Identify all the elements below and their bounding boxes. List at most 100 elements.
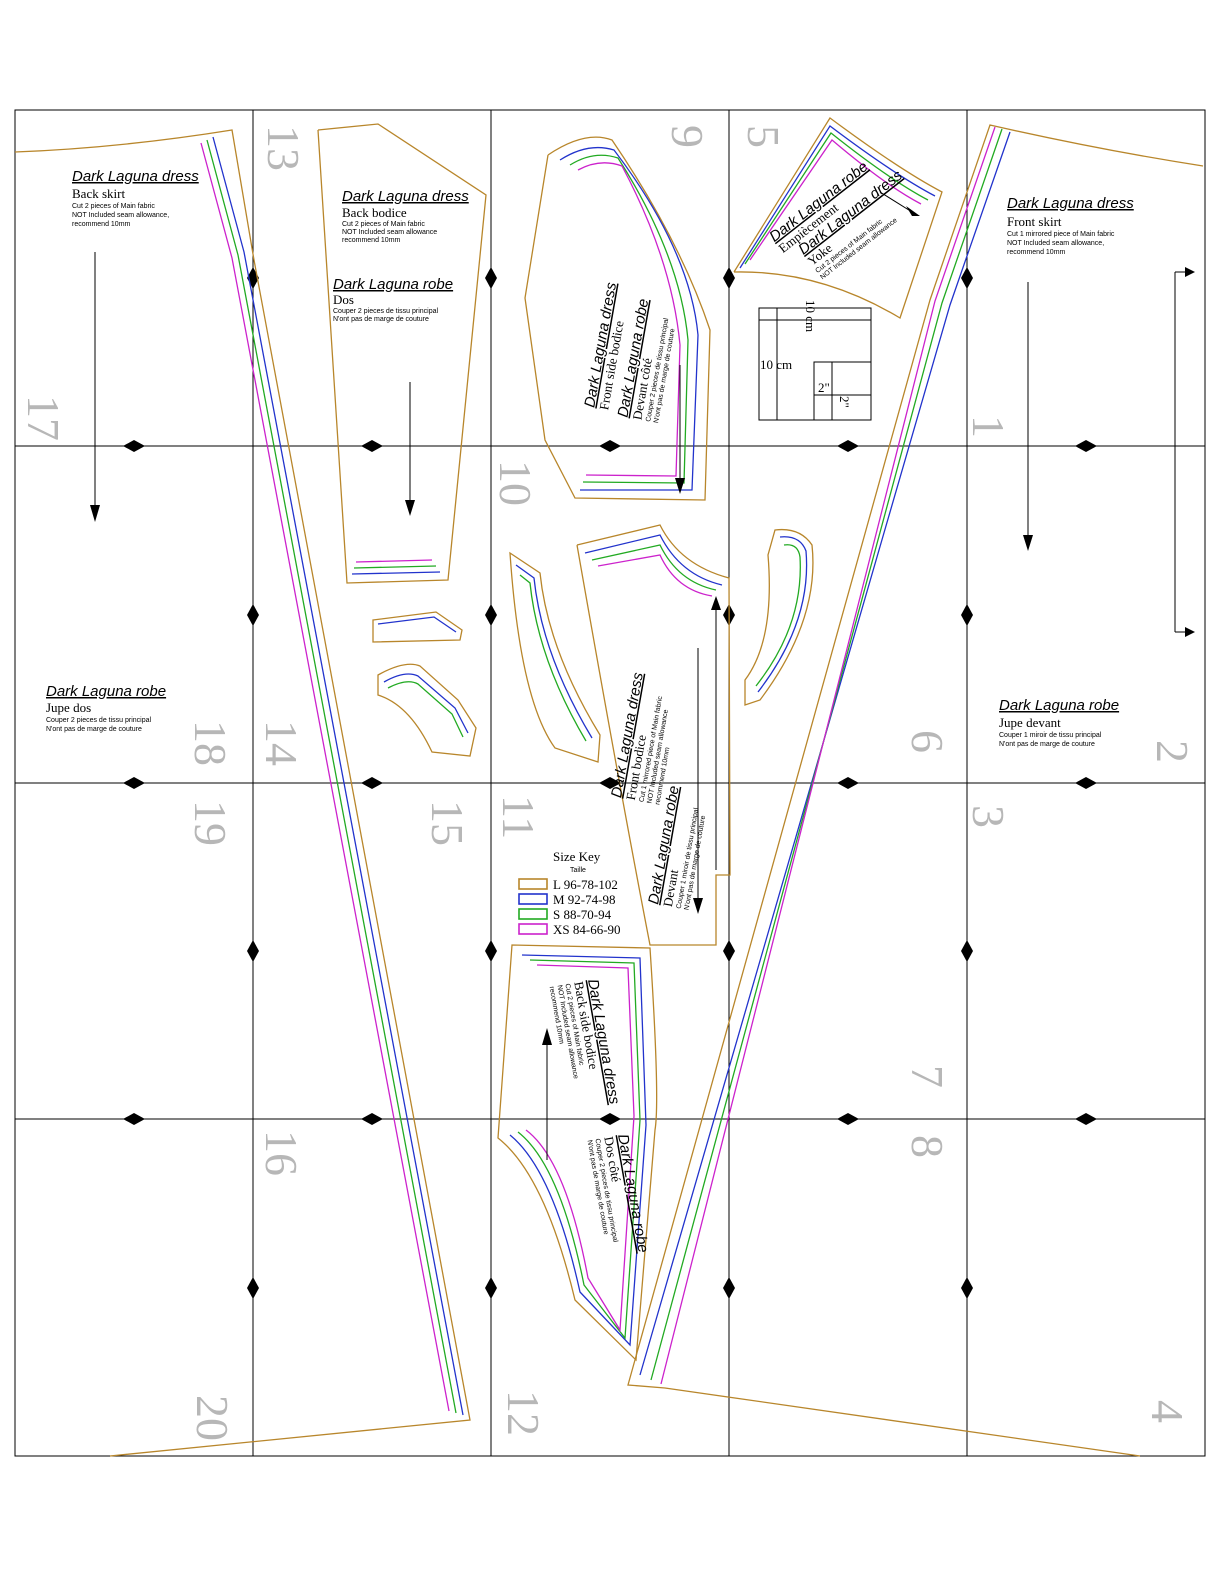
alignment-diamond xyxy=(599,777,621,789)
size-key-title: Size Key xyxy=(553,849,601,864)
page-numbers: 13 9 5 17 1 10 18 14 6 2 19 15 11 3 7 16… xyxy=(18,125,1198,1441)
alignment-diamond xyxy=(723,267,735,289)
devant-name: Devant xyxy=(660,868,681,908)
alignment-diamond xyxy=(837,440,859,452)
size-key-subtitle: Taille xyxy=(570,867,586,874)
back-bodice-label: Dark Laguna dress Back bodice Cut 2 piec… xyxy=(333,188,469,323)
page-number-16: 16 xyxy=(256,1130,307,1176)
jupe-devant-line2: N'ont pas de marge de couture xyxy=(999,741,1095,748)
test-square-small-label-top: 2" xyxy=(837,396,852,408)
page-number-5: 5 xyxy=(738,125,789,148)
page-number-12: 12 xyxy=(498,1390,549,1436)
yoke-piece xyxy=(733,117,943,319)
yoke-label: Dark Laguna robe Empiècement Dark Laguna… xyxy=(766,158,906,281)
alignment-diamond xyxy=(247,604,259,626)
alignment-diamond xyxy=(247,1277,259,1299)
test-square: 10 cm 10 cm 2" 2" xyxy=(758,300,872,421)
alignment-diamond xyxy=(961,604,973,626)
back-skirt-title: Dark Laguna dress xyxy=(72,168,199,185)
front-side-bodice-piece xyxy=(524,136,711,501)
front-skirt-title: Dark Laguna dress xyxy=(1007,195,1134,212)
dos-line2: N'ont pas de marge de couture xyxy=(333,316,429,323)
alignment-diamond xyxy=(837,777,859,789)
back-side-bodice-piece xyxy=(497,944,658,1362)
size-key-swatch xyxy=(518,908,548,920)
page-number-1: 1 xyxy=(963,415,1014,438)
jupe-devant-label: Dark Laguna robe Jupe devant Couper 1 mi… xyxy=(999,697,1119,748)
alignment-diamond xyxy=(485,267,497,289)
front-skirt-piece xyxy=(627,124,1204,1457)
alignment-diamond xyxy=(961,1277,973,1299)
small-pieces xyxy=(372,528,814,763)
jupe-devant-name: Jupe devant xyxy=(999,715,1061,730)
dos-name: Dos xyxy=(333,292,354,307)
size-key-label: L 96-78-102 xyxy=(553,877,618,892)
back-skirt-line3: recommend 10mm xyxy=(72,221,131,228)
front-skirt-name: Front skirt xyxy=(1007,214,1062,229)
size-key-label: S 88-70-94 xyxy=(553,907,612,922)
alignment-diamond xyxy=(123,440,145,452)
alignment-diamond xyxy=(123,1113,145,1125)
front-skirt-label: Dark Laguna dress Front skirt Cut 1 mirr… xyxy=(1007,195,1134,256)
dos-line1: Couper 2 pieces de tissu principal xyxy=(333,308,439,315)
page-number-17: 17 xyxy=(18,395,69,441)
page-number-3: 3 xyxy=(963,805,1014,828)
page-number-6: 6 xyxy=(902,730,953,753)
page-number-13: 13 xyxy=(258,125,309,171)
alignment-diamond xyxy=(1075,777,1097,789)
page-number-10: 10 xyxy=(490,460,541,506)
back-bodice-line3: recommend 10mm xyxy=(342,237,401,244)
back-skirt-label: Dark Laguna dress Back skirt Cut 2 piece… xyxy=(72,168,199,228)
alignment-diamond xyxy=(723,1277,735,1299)
page-number-19: 19 xyxy=(185,800,236,846)
test-square-label-top: 10 cm xyxy=(803,300,818,332)
alignment-diamond xyxy=(123,777,145,789)
alignment-diamond xyxy=(485,940,497,962)
size-key-label: XS 84-66-90 xyxy=(553,922,621,937)
back-bodice-line1: Cut 2 pieces of Main fabric xyxy=(342,221,425,228)
jupe-dos-name: Jupe dos xyxy=(46,700,91,715)
page-number-7: 7 xyxy=(902,1065,953,1088)
alignment-diamond xyxy=(485,604,497,626)
alignment-diamond xyxy=(361,440,383,452)
page-number-8: 8 xyxy=(902,1135,953,1158)
alignment-diamond xyxy=(599,440,621,452)
back-bodice-line2: NOT Included seam allowance xyxy=(342,229,437,236)
back-skirt-line2: NOT Included seam allowance, xyxy=(72,212,169,219)
back-skirt-line1: Cut 2 pieces of Main fabric xyxy=(72,203,155,210)
page-number-2: 2 xyxy=(1147,740,1198,763)
jupe-dos-title: Dark Laguna robe xyxy=(46,683,166,700)
dos-title: Dark Laguna robe xyxy=(333,276,453,293)
size-key-swatch xyxy=(518,878,548,890)
alignment-diamond xyxy=(1075,440,1097,452)
alignment-diamond xyxy=(723,940,735,962)
front-bodice-piece xyxy=(576,524,731,946)
alignment-diamond xyxy=(247,940,259,962)
back-skirt-name: Back skirt xyxy=(72,186,125,201)
back-bodice-title: Dark Laguna dress xyxy=(342,188,469,205)
jupe-devant-line1: Couper 1 miroir de tissu principal xyxy=(999,732,1102,739)
alignment-diamond xyxy=(961,267,973,289)
page-number-15: 15 xyxy=(422,800,473,846)
page-grid xyxy=(14,109,1206,1457)
alignment-diamond xyxy=(361,1113,383,1125)
size-key-swatch xyxy=(518,923,548,935)
test-square-label-left: 10 cm xyxy=(760,357,792,372)
page-number-11: 11 xyxy=(493,795,544,839)
size-key-label: M 92-74-98 xyxy=(553,892,615,907)
back-bodice-piece xyxy=(317,123,487,584)
jupe-dos-line2: N'ont pas de marge de couture xyxy=(46,726,142,733)
page-number-18: 18 xyxy=(185,720,236,766)
test-square-small-label-left: 2" xyxy=(818,380,830,395)
jupe-dos-label: Dark Laguna robe Jupe dos Couper 2 piece… xyxy=(46,683,166,733)
back-bodice-name: Back bodice xyxy=(342,205,407,220)
page-number-9: 9 xyxy=(662,125,713,148)
alignment-diamond xyxy=(599,1113,621,1125)
alignment-markers xyxy=(123,267,1097,1299)
page-number-4: 4 xyxy=(1142,1400,1193,1423)
jupe-devant-title: Dark Laguna robe xyxy=(999,697,1119,714)
page-number-20: 20 xyxy=(187,1395,238,1441)
front-skirt-line1: Cut 1 mirrored piece of Main fabric xyxy=(1007,231,1115,238)
size-key-swatch xyxy=(518,893,548,905)
